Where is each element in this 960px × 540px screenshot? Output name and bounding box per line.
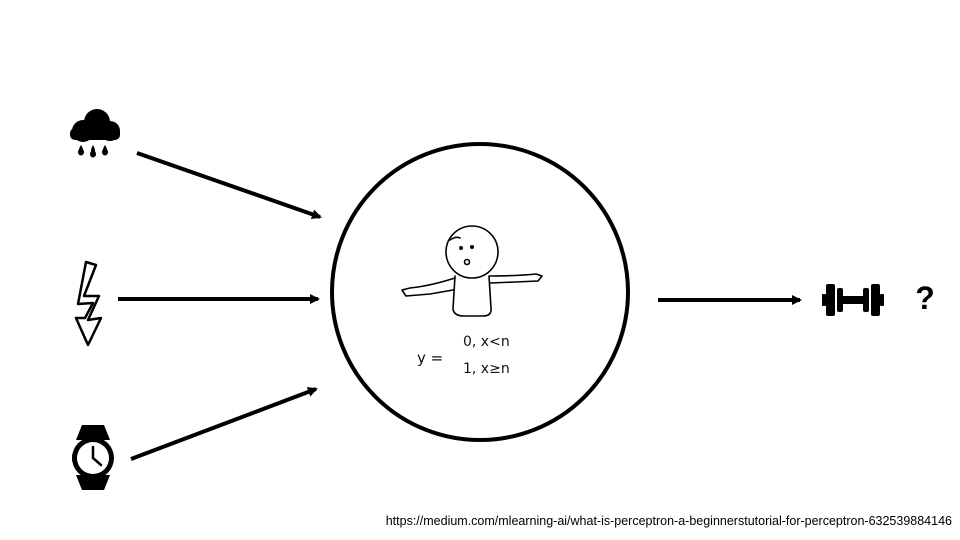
source-url[interactable]: https://medium.com/mlearning-ai/what-is-…	[385, 514, 952, 528]
rain-cloud-icon	[70, 109, 120, 158]
input-arrow-1	[136, 151, 322, 220]
person-figure	[401, 225, 543, 317]
formula-lhs: y =	[417, 349, 443, 367]
input-arrow-3	[130, 387, 318, 461]
output-question-mark: ?	[915, 280, 935, 316]
formula-case-2: 1, x≥n	[463, 361, 510, 377]
perceptron-node	[330, 142, 630, 442]
lightning-icon	[74, 260, 103, 347]
wristwatch-icon	[72, 425, 114, 490]
dumbbell-icon	[822, 284, 884, 316]
formula-case-1: 0, x<n	[463, 334, 510, 350]
